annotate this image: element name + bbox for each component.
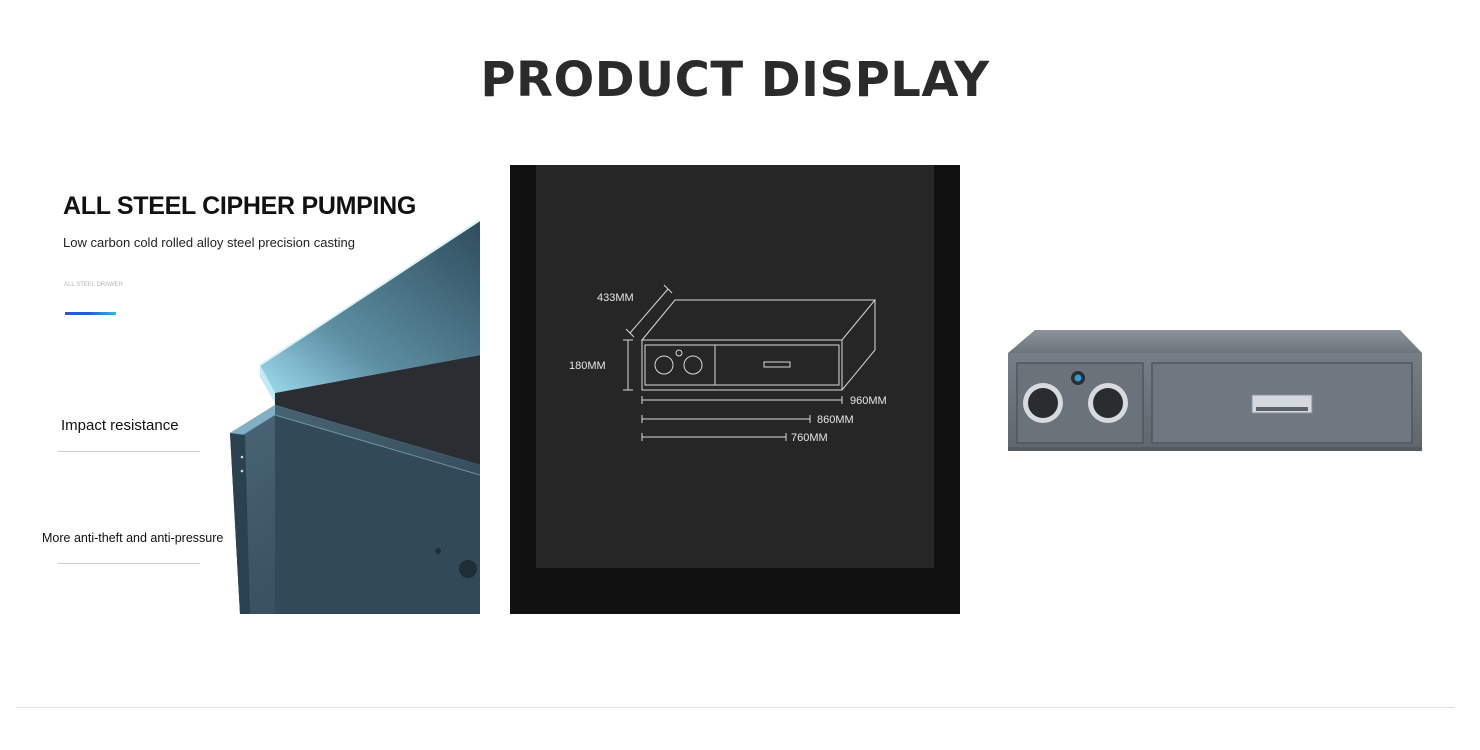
dimension-width-inner-label: 760MM	[791, 432, 828, 444]
feature-label-anti-theft: More anti-theft and anti-pressure	[42, 531, 224, 545]
dimension-width-mid-label: 860MM	[817, 414, 854, 426]
feature-divider	[58, 451, 200, 452]
diagram-background	[536, 165, 934, 568]
dimension-diagram: 433MM 180MM 960MM 860MM 760MM	[569, 284, 887, 444]
product-image-drawer-safe[interactable]	[990, 165, 1440, 614]
product-image-steel-drawer[interactable]: ALL STEEL CIPHER PUMPING Low carbon cold…	[30, 165, 480, 614]
dimension-depth-label: 433MM	[597, 292, 634, 304]
feature-subheading: Low carbon cold rolled alloy steel preci…	[63, 235, 355, 250]
accent-bar	[65, 312, 116, 315]
drawer-safe-photo	[1008, 330, 1422, 451]
steel-drawer-illustration	[230, 219, 480, 614]
feature-heading: ALL STEEL CIPHER PUMPING	[63, 192, 417, 220]
section-divider	[16, 707, 1454, 708]
feature-tag: ALL STEEL DRAWER	[64, 282, 124, 288]
dimension-height-label: 180MM	[569, 360, 606, 372]
feature-divider	[58, 563, 200, 564]
page-title: PRODUCT DISPLAY	[480, 52, 990, 108]
dimension-width-outer-label: 960MM	[850, 395, 887, 407]
feature-label-impact: Impact resistance	[61, 417, 179, 434]
product-image-dimensions[interactable]: 433MM 180MM 960MM 860MM 760MM	[510, 165, 960, 614]
